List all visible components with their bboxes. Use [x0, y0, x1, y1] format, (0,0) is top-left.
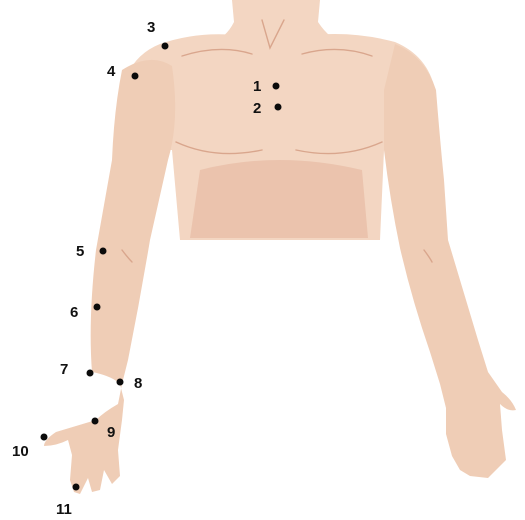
marker-label-1: 1	[253, 78, 261, 95]
marker-dot-8	[117, 379, 124, 386]
marker-dot-1	[273, 83, 280, 90]
marker-dot-9	[92, 418, 99, 425]
marker-dot-10	[41, 434, 48, 441]
marker-dot-2	[275, 104, 282, 111]
marker-dot-4	[132, 73, 139, 80]
marker-label-11: 11	[56, 501, 72, 518]
marker-label-8: 8	[134, 375, 142, 392]
marker-dot-5	[100, 248, 107, 255]
marker-label-4: 4	[107, 63, 116, 80]
marker-dot-11	[73, 484, 80, 491]
marker-label-3: 3	[147, 19, 155, 36]
marker-label-6: 6	[70, 304, 78, 321]
marker-label-2: 2	[253, 100, 261, 117]
marker-label-5: 5	[76, 243, 84, 260]
marker-label-10: 10	[12, 443, 29, 460]
left-arm-illustration	[384, 44, 516, 478]
marker-label-9: 9	[107, 424, 115, 441]
marker-label-7: 7	[60, 361, 68, 378]
marker-dot-3	[162, 43, 169, 50]
marker-dot-6	[94, 304, 101, 311]
marker-dot-7	[87, 370, 94, 377]
